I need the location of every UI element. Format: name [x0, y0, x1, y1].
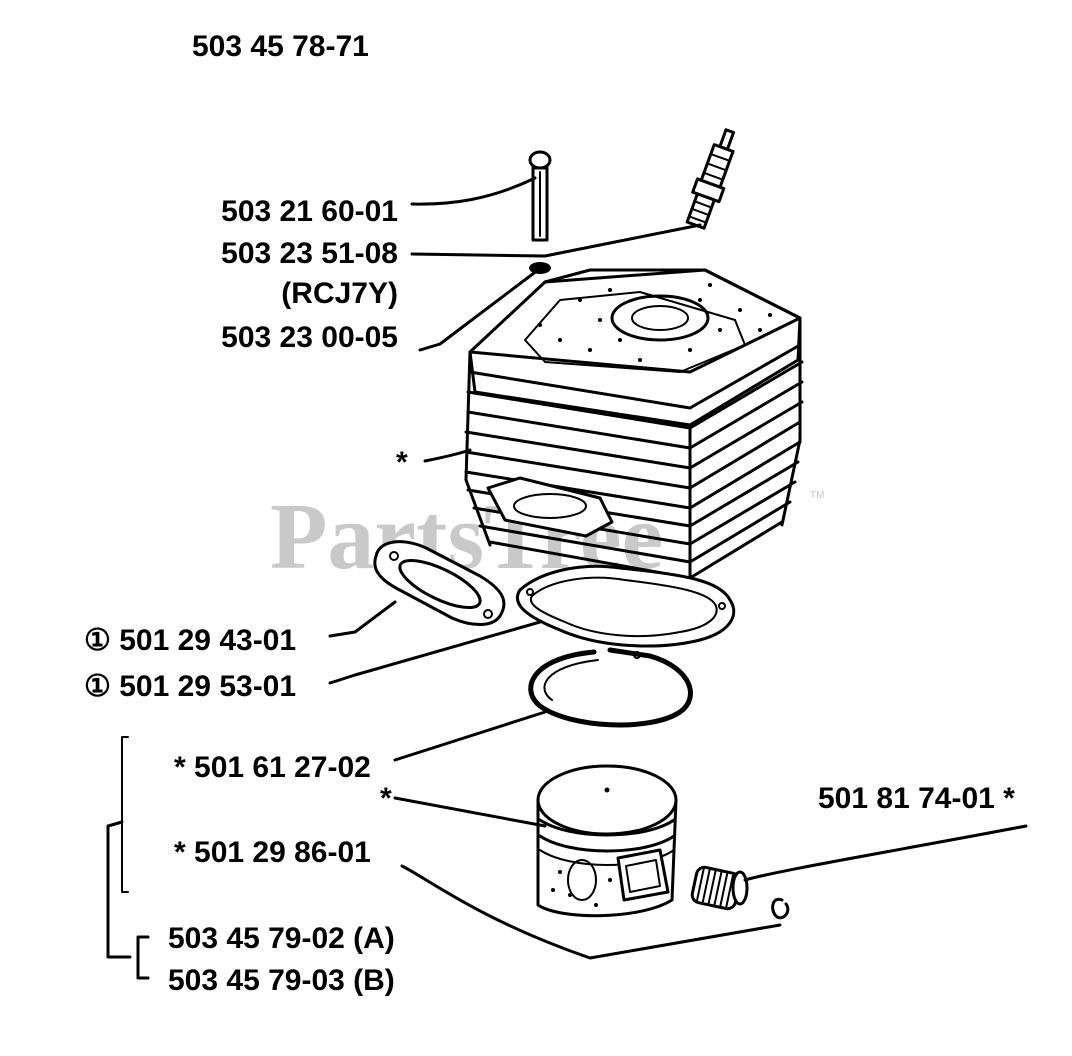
- label-piston-marker: *: [380, 782, 392, 815]
- washer-illustration: [529, 262, 551, 274]
- cylinder-illustration: [464, 268, 804, 580]
- piston-ring-illustration: [528, 647, 693, 728]
- title-part-number: 503 45 78-71: [192, 30, 369, 63]
- circlip-illustration: [771, 897, 790, 920]
- label-spark-plug-type: (RCJ7Y): [281, 277, 398, 310]
- label-piston-ring: * 501 61 27-02: [174, 751, 371, 784]
- piston-illustration: [536, 764, 678, 918]
- label-kit-a: 503 45 79-02 (A): [168, 922, 395, 955]
- label-base-gasket: ① 501 29 53-01: [84, 670, 296, 703]
- label-kit-b: 503 45 79-03 (B): [168, 964, 395, 997]
- needle-bearing-illustration: [690, 865, 749, 911]
- label-piston: * 501 29 86-01: [174, 836, 371, 869]
- leader-lines: [106, 176, 1028, 980]
- label-bolt: 503 21 60-01: [221, 195, 398, 228]
- label-exhaust-gasket: ① 501 29 43-01: [84, 624, 296, 657]
- spark-plug-illustration: [685, 128, 736, 230]
- label-cylinder-marker: *: [396, 446, 408, 479]
- label-bearing: 501 81 74-01 *: [818, 782, 1015, 815]
- base-gasket-illustration: [516, 564, 736, 659]
- label-washer: 503 23 00-05: [221, 321, 398, 354]
- bolt-illustration: [528, 150, 552, 242]
- exhaust-gasket-illustration: [373, 540, 506, 626]
- watermark-trademark: TM: [810, 490, 824, 501]
- label-spark-plug: 503 23 51-08: [221, 237, 398, 270]
